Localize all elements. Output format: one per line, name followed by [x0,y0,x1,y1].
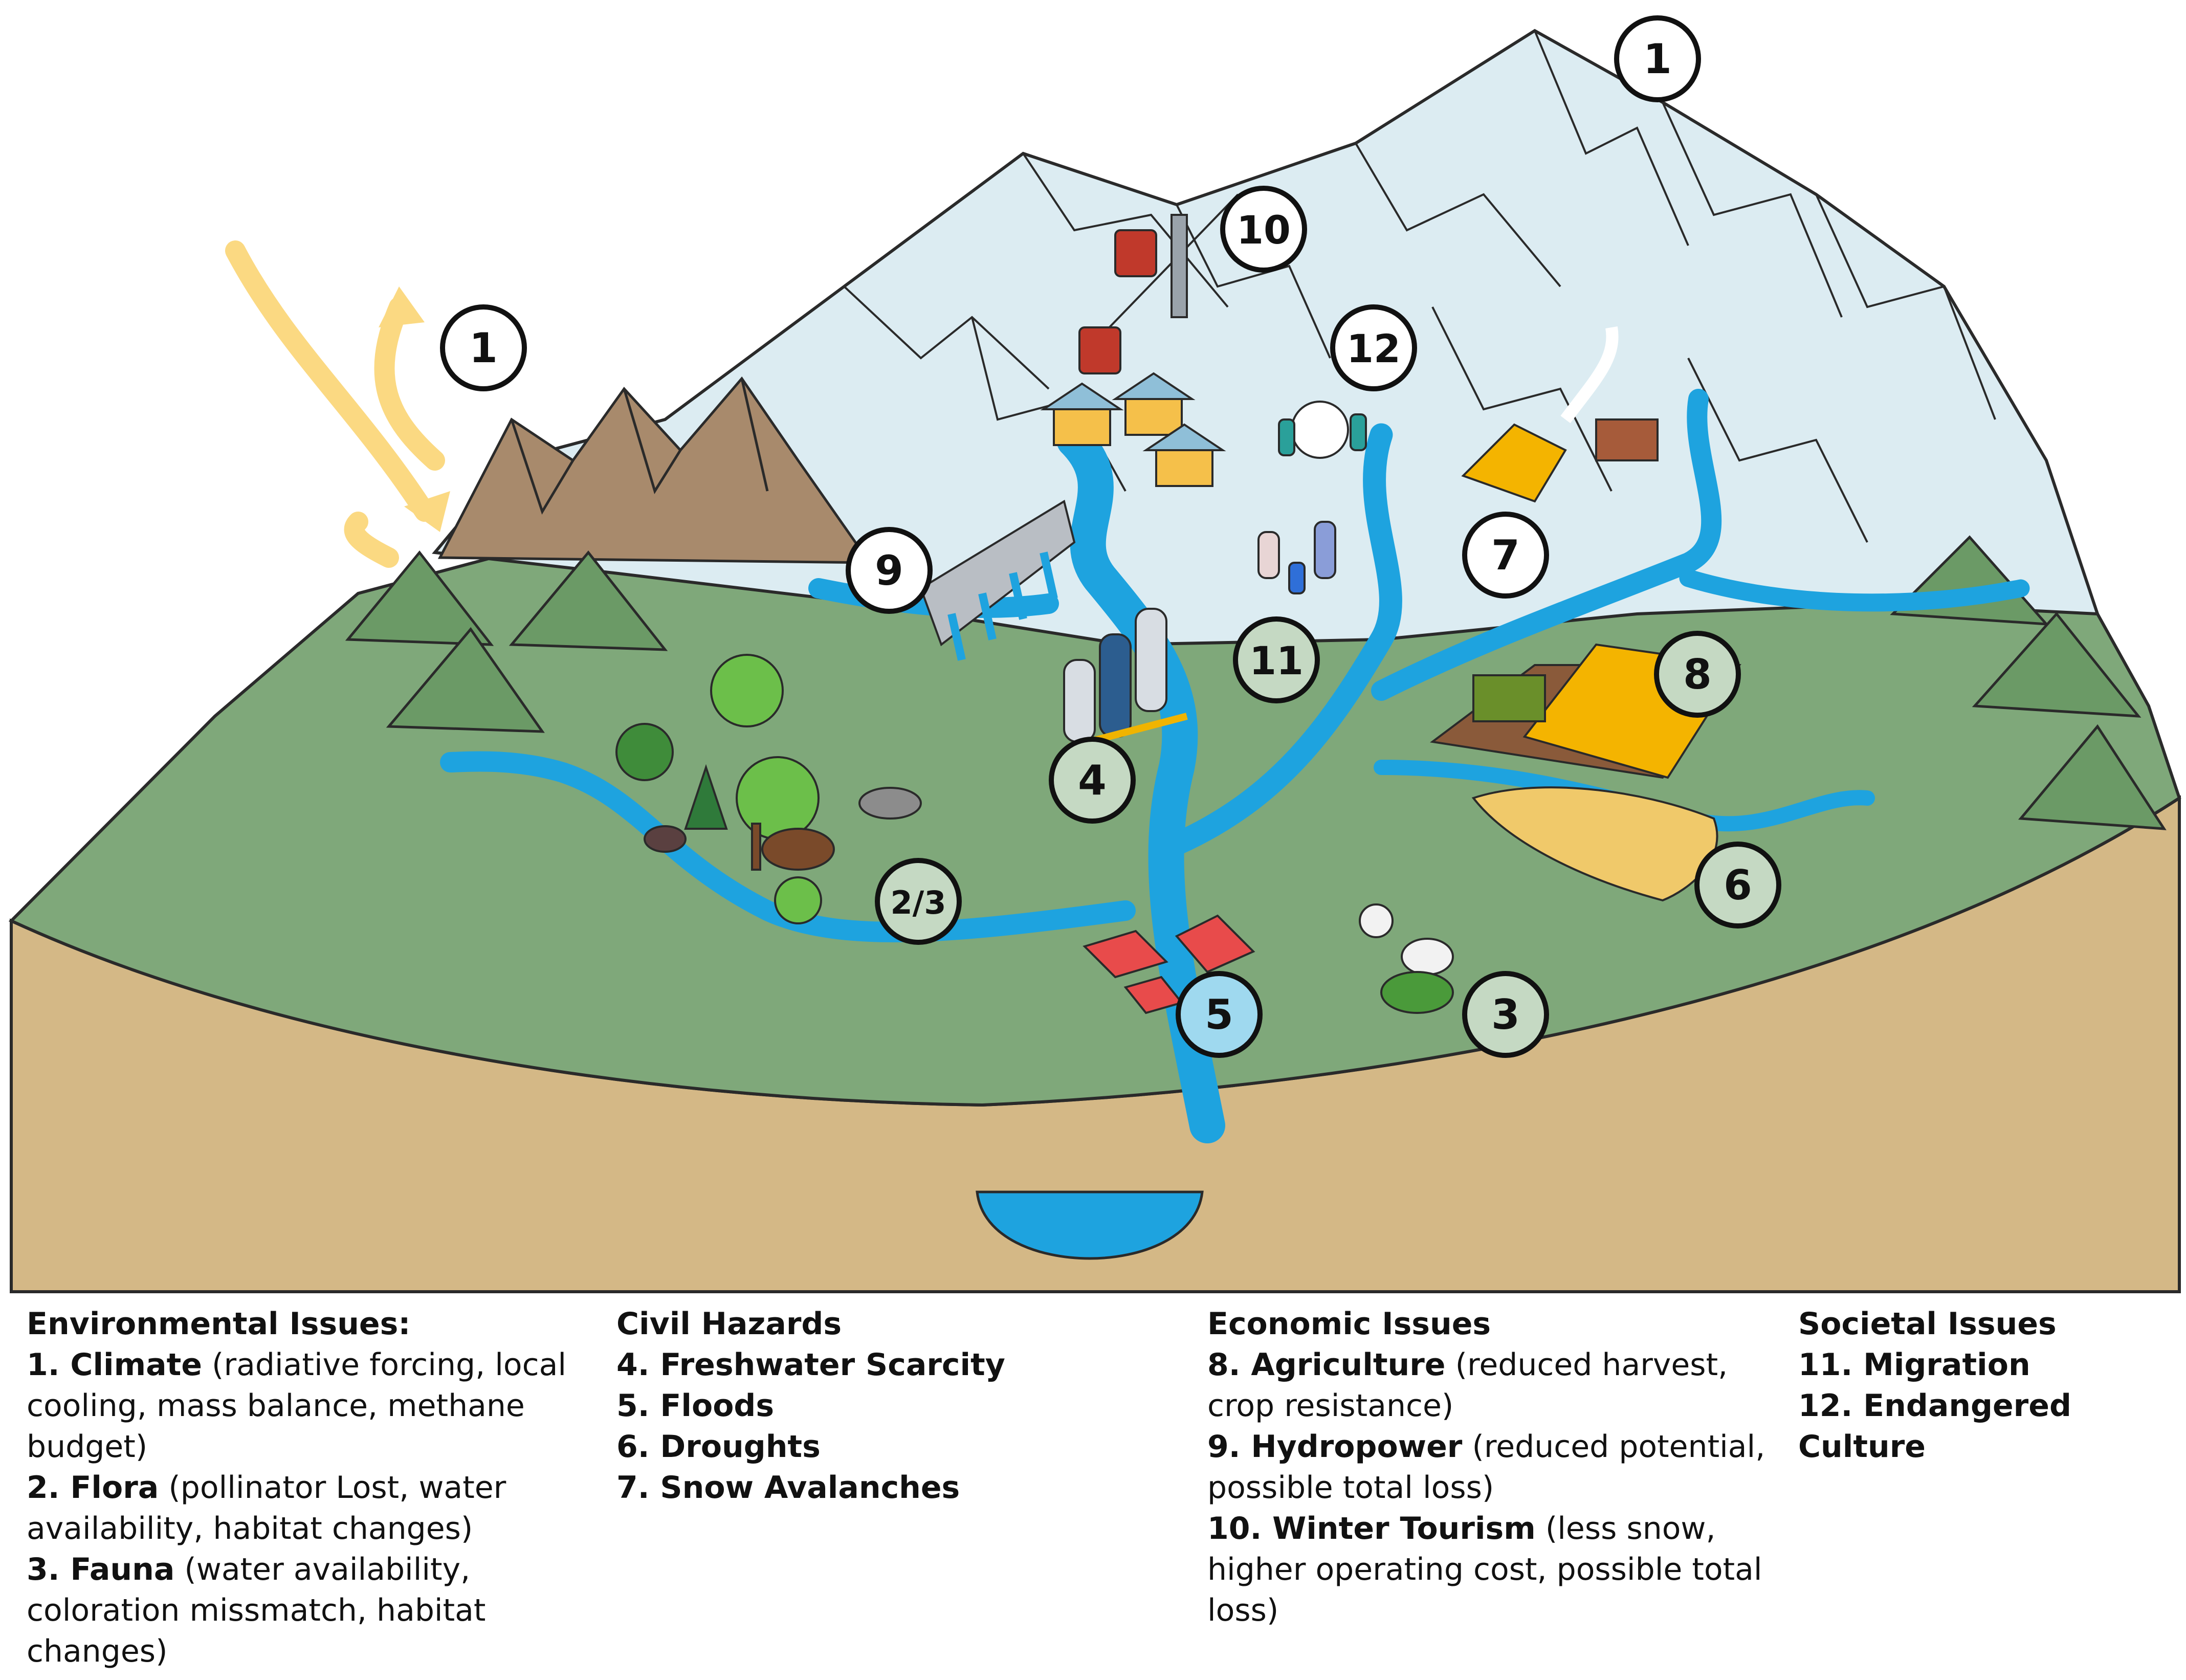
green-hills [345,535,2167,830]
svg-text:11: 11 [1249,638,1304,683]
svg-text:4: 4 [1078,757,1107,804]
peak-lines [843,30,1996,543]
badge-agriculture: 8 [1654,631,1741,718]
legend-item: 8. Agriculture (reduced harvest, crop re… [1207,1347,1728,1424]
svg-text:9: 9 [875,547,903,594]
badge-drought: 6 [1694,842,1781,929]
svg-text:8: 8 [1683,651,1712,698]
legend-heading: Economic Issues [1207,1306,1491,1342]
svg-text:5: 5 [1205,991,1233,1038]
chalets-icon [1040,372,1226,487]
lake [976,1190,1204,1260]
legend-item: 2. Flora (pollinator Lost, water availab… [27,1470,506,1546]
legend-heading: Societal Issues [1798,1306,2057,1342]
badge-climate-left: 1 [440,304,527,391]
svg-text:3: 3 [1491,991,1520,1038]
svg-text:6: 6 [1724,861,1752,909]
badge-migration: 11 [1233,616,1320,703]
badge-freshwater: 4 [1049,737,1136,824]
svg-text:1: 1 [1643,35,1672,83]
legend-item: 1. Climate (radiative forcing, local coo… [27,1347,567,1465]
badge-climate-top: 1 [1614,15,1701,102]
people-icon [1257,401,1367,594]
legend-heading: Civil Hazards [616,1306,842,1342]
svg-text:10: 10 [1236,207,1291,253]
legend-item: 7. Snow Avalanches [616,1470,960,1506]
legend-item: 9. Hydropower (reduced potential, possib… [1207,1429,1765,1506]
svg-text:2/3: 2/3 [891,884,946,921]
legend-item: 3. Fauna (water availability, coloration… [27,1552,486,1669]
badge-flora-fauna: 2/3 [875,858,962,945]
svg-text:7: 7 [1491,532,1520,579]
svg-text:12: 12 [1346,326,1401,371]
badge-avalanche: 7 [1462,512,1549,599]
cable-car-icon [1078,193,1239,374]
legend-item: 12. Endangered Culture [1798,1388,2071,1465]
rock-mountains [437,376,872,564]
legend-item: 5. Floods [616,1388,775,1424]
avalanche-icon [1461,326,1659,503]
legend-item: 11. Migration [1798,1347,2030,1383]
forest-icon [615,654,822,924]
legend-item: 10. Winter Tourism (less snow, higher op… [1207,1511,1762,1628]
legend-civil: Civil Hazards 4. Freshwater Scarcity 5. … [616,1303,1195,1508]
legend-societal: Societal Issues 11. Migration 12. Endang… [1798,1303,2177,1467]
animals-icon [644,787,1454,1014]
badge-fauna: 3 [1462,971,1549,1058]
flooded-houses-icon [1083,914,1255,1014]
sun-arrows [225,240,445,568]
svg-text:1: 1 [469,324,498,372]
legend-heading: Environmental Issues: [27,1306,411,1342]
landscape-scene: 1 1 10 12 9 7 11 8 4 2/3 6 3 [8,15,2181,1293]
badge-hydropower: 9 [846,527,933,614]
badge-winter-tourism: 10 [1220,186,1307,273]
sun-arrowheads [379,286,450,532]
legend-item: 4. Freshwater Scarcity [616,1347,1005,1383]
legend-economic: Economic Issues 8. Agriculture (reduced … [1207,1303,1785,1631]
badge-floods: 5 [1176,971,1263,1058]
legend-environmental: Environmental Issues: 1. Climate (radiat… [27,1303,605,1672]
legend-item: 6. Droughts [616,1429,821,1465]
badge-culture: 12 [1330,304,1417,391]
dam-icon [919,499,1076,661]
